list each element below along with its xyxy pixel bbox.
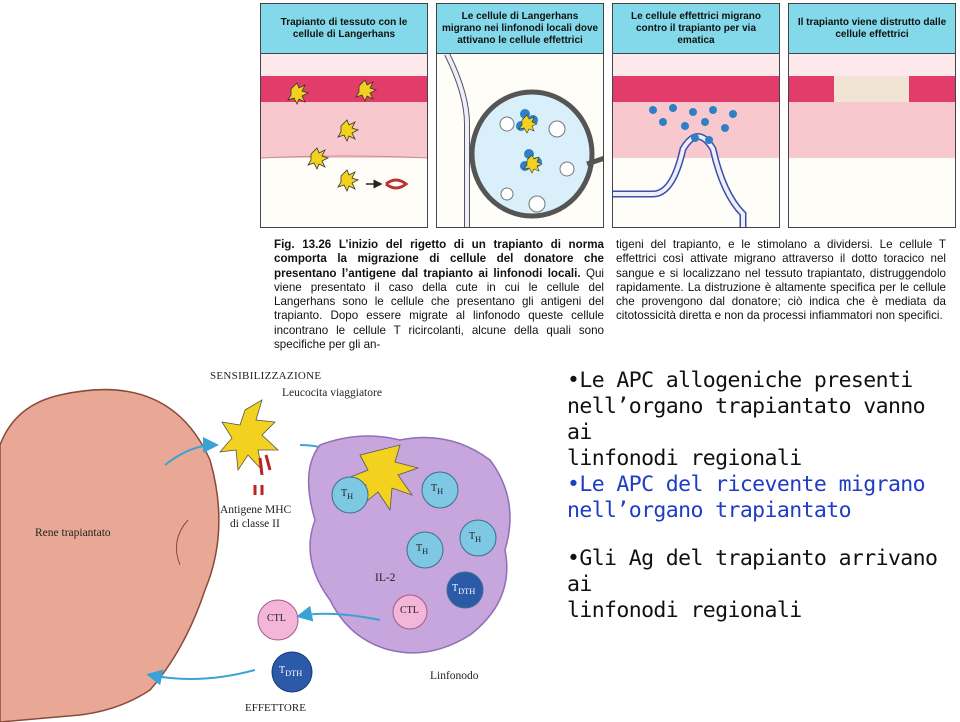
sensitization-illustration: SENSIBILIZZAZIONE Leucocita viaggiatore …	[0, 350, 530, 722]
illustration-graphic	[0, 388, 511, 722]
panel-3: Le cellule effettrici migrano contro il …	[612, 3, 780, 228]
figure-caption-right: tigeni del trapianto, e le stimolano a d…	[616, 238, 946, 323]
panel-4-title: Il trapianto viene distrutto dalle cellu…	[789, 4, 955, 54]
panel-4: Il trapianto viene distrutto dalle cellu…	[788, 3, 956, 228]
figure-caption-text: Qui viene presentato il caso della cute …	[274, 266, 604, 352]
tdth-cell-node	[446, 571, 484, 609]
rejection-figure: Trapianto di tessuto con le cellule di L…	[258, 0, 960, 232]
th-label-3: TH	[469, 531, 482, 544]
traveling-leucocyte-icon	[219, 399, 280, 472]
tdth-label-node: TDTH	[452, 583, 476, 596]
th-label-4: TH	[416, 543, 429, 556]
panel-1-title: Trapianto di tessuto con le cellule di L…	[261, 4, 427, 54]
figure-caption-bold: L’inizio del rigetto di un trapianto di …	[274, 238, 604, 280]
th-label-2: TH	[431, 483, 444, 496]
th-cell-2	[421, 471, 459, 509]
panel-2-title: Le cellule di Langerhans migrano nei lin…	[437, 4, 603, 54]
panel-2: Le cellule di Langerhans migrano nei lin…	[436, 3, 604, 228]
th-cell-1	[331, 476, 369, 514]
mhc-antigen-label-2: di classe II	[230, 518, 280, 530]
il2-label: IL-2	[375, 572, 396, 584]
lymph-node-label: Linfonodo	[430, 670, 479, 682]
bullet-1: •Le APC allogeniche presenti nell’organo…	[567, 368, 926, 471]
effector-label: EFFETTORE	[245, 702, 306, 714]
th-cell-3	[459, 519, 497, 557]
panel-4-destroyed-graphic	[789, 76, 955, 227]
panel-2-lymph-node-graphic	[437, 54, 603, 227]
tdth-label-effector: TDTH	[279, 665, 303, 678]
panel-1: Trapianto di tessuto con le cellule di L…	[260, 3, 428, 228]
th-cell-4	[406, 531, 444, 569]
tdth-effector-cell	[271, 651, 313, 693]
bullet-3: •Gli Ag del trapianto arrivano ai linfon…	[567, 546, 938, 623]
leucocyte-label: Leucocita viaggiatore	[282, 387, 382, 399]
panel-3-vessel-graphic	[613, 76, 779, 227]
kidney-label: Rene trapiantato	[35, 527, 111, 539]
ctl-label-node: CTL	[400, 605, 419, 616]
panel-3-title: Le cellule effettrici migrano contro il …	[613, 4, 779, 54]
kidney-shape	[0, 388, 220, 722]
panel-1-skin-graphic	[261, 76, 427, 227]
th-label-1: TH	[341, 488, 354, 501]
ctl-cell-node	[392, 594, 428, 630]
sensitization-label: SENSIBILIZZAZIONE	[210, 370, 322, 382]
figure-label: Fig. 13.26	[274, 238, 332, 251]
ctl-label-effector: CTL	[267, 613, 286, 624]
langerhans-cell-icon	[287, 79, 378, 192]
figure-caption-left: Fig. 13.26 L’inizio del rigetto di un tr…	[274, 238, 604, 352]
bullet-2: •Le APC del ricevente migrano nell’organ…	[567, 472, 926, 523]
mhc-antigen-label-1: Antigene MHC	[220, 504, 292, 516]
